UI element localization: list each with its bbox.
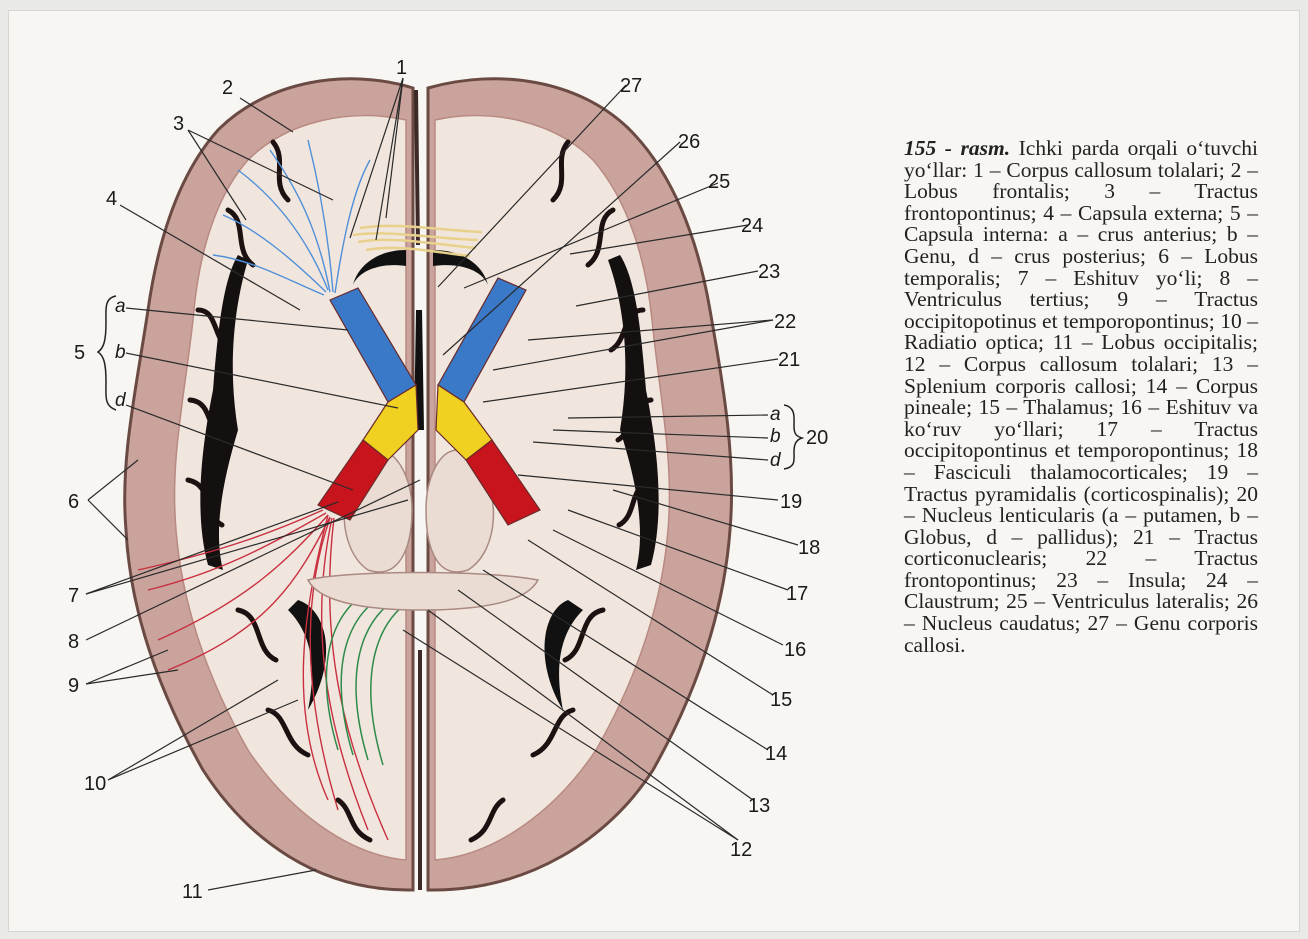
- label-7: 7: [68, 585, 79, 607]
- label-20: 20: [806, 427, 828, 449]
- label-19: 19: [780, 491, 802, 513]
- label-23: 23: [758, 261, 780, 283]
- figure-caption: 155 - rasm. Ichki parda orqali o‘tuvchi …: [904, 138, 1258, 656]
- caption-title: 155 - rasm.: [904, 136, 1010, 160]
- label-14: 14: [765, 743, 787, 765]
- label-4: 4: [106, 188, 117, 210]
- caption-text: Ichki parda orqali o‘tuvchi yo‘llar: 1 –…: [904, 136, 1258, 657]
- label-5a: a: [115, 296, 126, 317]
- label-5b: b: [115, 342, 126, 363]
- label-12: 12: [730, 839, 752, 861]
- label-17: 17: [786, 583, 808, 605]
- label-20d: d: [770, 450, 782, 471]
- label-21: 21: [778, 349, 800, 371]
- label-27: 27: [620, 75, 642, 97]
- label-25: 25: [708, 171, 730, 193]
- label-22: 22: [774, 311, 796, 333]
- label-5: 5: [74, 342, 85, 364]
- brace-5: [98, 296, 116, 410]
- brain-horizontal-section-diagram: 1 2 3 4 5 a b d 6 7 8 9 10 11 12 13 14 1…: [8, 10, 888, 932]
- label-20b: b: [770, 426, 781, 447]
- label-1: 1: [396, 57, 407, 79]
- label-16: 16: [784, 639, 806, 661]
- longitudinal-fissure-front: [416, 90, 418, 245]
- label-13: 13: [748, 795, 770, 817]
- label-24: 24: [741, 215, 763, 237]
- label-9: 9: [68, 675, 79, 697]
- label-11: 11: [182, 881, 203, 903]
- label-6: 6: [68, 491, 79, 513]
- label-10: 10: [84, 773, 106, 795]
- label-3: 3: [173, 113, 184, 135]
- label-2: 2: [222, 77, 233, 99]
- label-26: 26: [678, 131, 700, 153]
- label-18: 18: [798, 537, 820, 559]
- label-20a: a: [770, 404, 781, 425]
- label-15: 15: [770, 689, 792, 711]
- figure-plate: 1 2 3 4 5 a b d 6 7 8 9 10 11 12 13 14 1…: [8, 10, 1300, 932]
- label-5d: d: [115, 390, 127, 411]
- brace-20: [784, 405, 802, 469]
- label-8: 8: [68, 631, 79, 653]
